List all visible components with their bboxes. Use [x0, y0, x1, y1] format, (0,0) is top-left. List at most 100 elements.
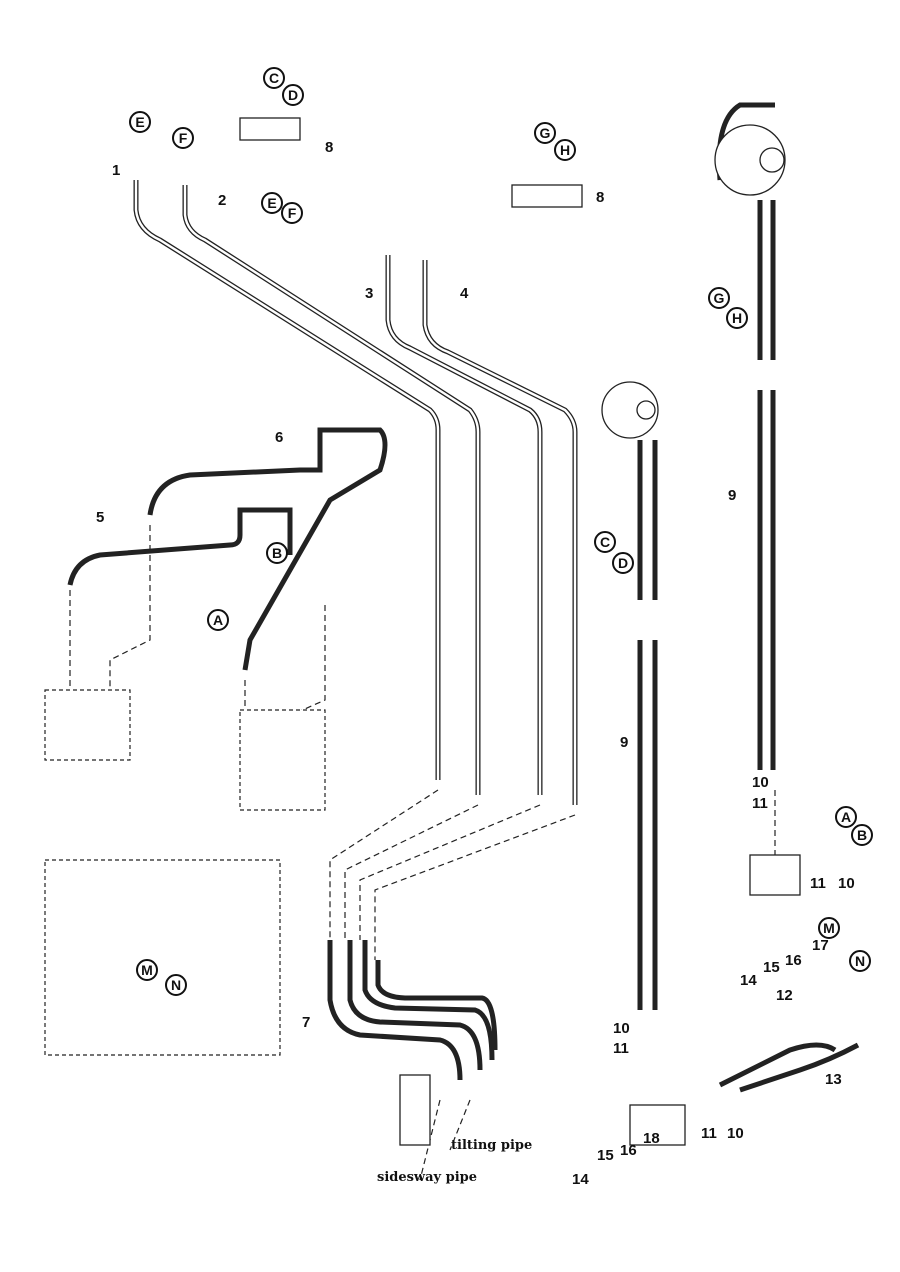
svg-text:B: B — [857, 827, 867, 843]
dashed-leaders — [69, 525, 776, 1181]
hose-9-left — [637, 440, 658, 1010]
callout-c10c: 10 — [613, 1020, 630, 1037]
ref-circle-N1: N — [849, 950, 871, 972]
callout-c12: 12 — [776, 987, 793, 1004]
pipes — [67, 102, 860, 1093]
pipe-6 — [147, 427, 388, 671]
ref-circle-M2: M — [136, 959, 158, 981]
callout-c9b: 9 — [620, 734, 628, 751]
note-tilting: tilting pipe — [451, 1138, 532, 1153]
ref-circle-H2: H — [726, 307, 748, 329]
ref-circle-G2: G — [708, 287, 730, 309]
components — [44, 117, 801, 1146]
svg-text:H: H — [560, 142, 570, 158]
svg-text:F: F — [179, 130, 188, 146]
ref-circle-H1: H — [554, 139, 576, 161]
note-sidesway: sidesway pipe — [377, 1170, 477, 1185]
callout-c1: 1 — [112, 162, 120, 179]
block-8a — [239, 117, 301, 141]
svg-text:E: E — [135, 114, 144, 130]
hose-reel-top — [714, 124, 786, 196]
ref-circle-A2: A — [835, 806, 857, 828]
ref-circle-N2: N — [165, 974, 187, 996]
hose-9-right — [757, 200, 776, 770]
ref-circle-C2: C — [594, 531, 616, 553]
svg-text:M: M — [823, 920, 835, 936]
callout-c16a: 16 — [785, 952, 802, 969]
svg-text:D: D — [618, 555, 628, 571]
ref-circle-C1: C — [263, 67, 285, 89]
ref-circle-M1: M — [818, 917, 840, 939]
pipe-7c — [362, 940, 495, 1061]
ref-circle-E2: E — [261, 192, 283, 214]
callout-c10a: 10 — [752, 774, 769, 791]
callout-c15b: 15 — [597, 1147, 614, 1164]
svg-text:D: D — [288, 87, 298, 103]
pipe-7d — [375, 960, 498, 1051]
svg-text:N: N — [171, 977, 181, 993]
callout-c11d: 11 — [701, 1125, 717, 1142]
block-8b — [511, 184, 583, 208]
text-notes: tilting pipe sidesway pipe — [377, 1138, 532, 1185]
ref-circle-E1: E — [129, 111, 151, 133]
pipe-7b — [347, 940, 483, 1071]
pipe-2 — [182, 185, 481, 795]
callout-c11b: 11 — [810, 875, 826, 892]
svg-text:G: G — [540, 125, 551, 141]
callout-c6: 6 — [275, 429, 283, 446]
svg-text:G: G — [714, 290, 725, 306]
callout-c3: 3 — [365, 285, 373, 302]
svg-text:N: N — [855, 953, 865, 969]
ref-circle-B2: B — [851, 824, 873, 846]
svg-text:F: F — [288, 205, 297, 221]
svg-text:M: M — [141, 962, 153, 978]
cylinder-left — [44, 689, 131, 761]
svg-text:A: A — [213, 612, 223, 628]
pipe-7a — [327, 940, 463, 1081]
callout-c8b: 8 — [596, 189, 604, 206]
pipe-12 — [718, 1042, 837, 1088]
cylinder-right — [239, 709, 326, 811]
callout-c13: 13 — [825, 1071, 842, 1088]
block-18 — [629, 1104, 686, 1146]
callout-c10b: 10 — [838, 875, 855, 892]
callout-c15a: 15 — [763, 959, 780, 976]
pipe-5 — [67, 507, 293, 586]
callout-c8a: 8 — [325, 139, 333, 156]
svg-text:C: C — [269, 70, 279, 86]
ref-circle-A1: A — [207, 609, 229, 631]
callout-c9a: 9 — [728, 487, 736, 504]
callout-c17: 17 — [812, 937, 829, 954]
svg-text:H: H — [732, 310, 742, 326]
callout-c7: 7 — [302, 1014, 310, 1031]
svg-text:E: E — [267, 195, 276, 211]
pipe-3 — [385, 255, 543, 795]
svg-text:A: A — [841, 809, 851, 825]
callout-c10d: 10 — [727, 1125, 744, 1142]
svg-text:C: C — [600, 534, 610, 550]
pipe-4 — [422, 260, 578, 805]
callout-c11c: 11 — [613, 1040, 629, 1057]
svg-text:B: B — [272, 545, 282, 561]
tilting-valve — [399, 1074, 431, 1146]
ref-circle-D2: D — [612, 552, 634, 574]
callout-c11a: 11 — [752, 795, 768, 812]
hose-reel-mid — [601, 381, 659, 439]
ref-circle-D1: D — [282, 84, 304, 106]
callout-c4: 4 — [460, 285, 469, 302]
ref-circle-B1: B — [266, 542, 288, 564]
ref-circle-F2: F — [281, 202, 303, 224]
callout-c2: 2 — [218, 192, 226, 209]
pipe-13 — [739, 1042, 860, 1093]
block-17 — [749, 854, 801, 896]
ref-circle-G1: G — [534, 122, 556, 144]
callout-c14b: 14 — [572, 1171, 589, 1188]
callout-c16b: 16 — [620, 1142, 637, 1159]
callout-c5: 5 — [96, 509, 104, 526]
carriage-frame — [44, 859, 281, 1056]
callout-c18: 18 — [643, 1130, 660, 1147]
